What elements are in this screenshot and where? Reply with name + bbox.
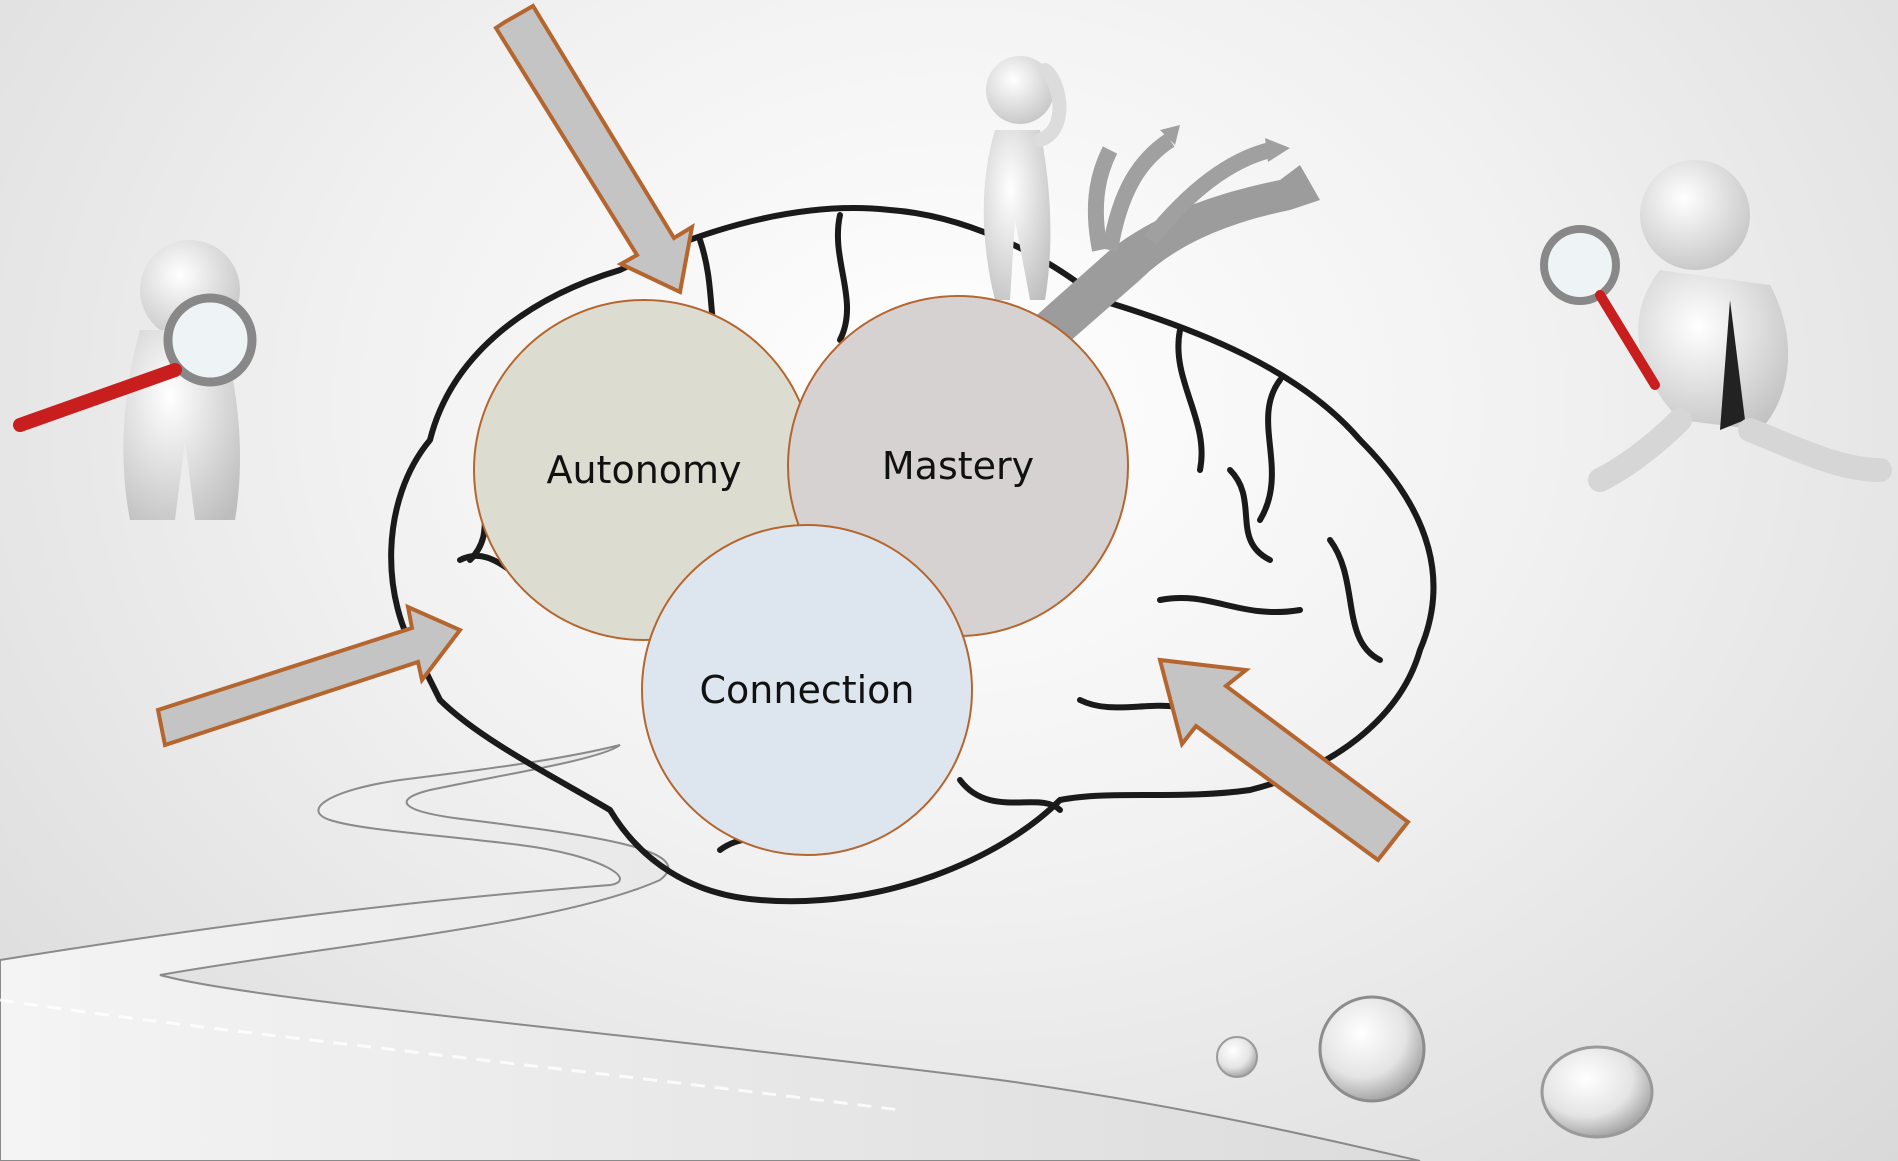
- figure-with-magnifier-right: [1540, 160, 1892, 492]
- arrow-left: [155, 603, 464, 748]
- autonomy-label: Autonomy: [546, 448, 742, 492]
- arrow-top: [493, 3, 695, 295]
- thinking-figure-with-arrows: [983, 56, 1320, 350]
- arrow-right: [1157, 657, 1411, 863]
- figure-with-magnifier-left: [13, 240, 257, 520]
- water-droplets: [1216, 995, 1654, 1139]
- connection-label: Connection: [699, 668, 915, 712]
- winding-road: [0, 744, 1421, 1161]
- mastery-label: Mastery: [881, 444, 1035, 488]
- connection-circle: [641, 524, 973, 856]
